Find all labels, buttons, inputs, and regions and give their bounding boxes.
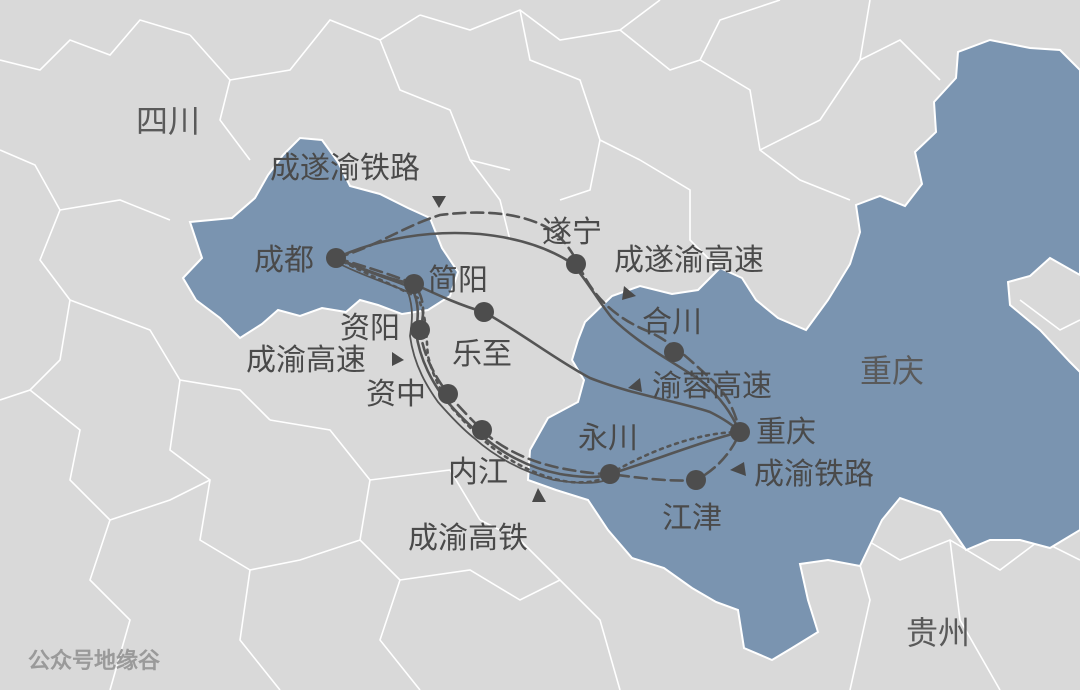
route-line-chengsuiyu-expressway [334,231,742,434]
city-dot-neijiang [472,420,492,440]
city-label-jiangjin: 江津 [662,501,722,536]
city-dot-zizhong [438,384,458,404]
route-label-chengsuiyu-expressway: 成遂渝高速 [614,243,764,278]
arrow-chengyu-railway [730,462,746,476]
arrow-chengyu-expressway [392,352,404,366]
city-label-chongqing: 重庆 [756,415,816,450]
city-dot-ziyang [410,320,430,340]
arrow-chengsuiyu-expressway [622,286,636,300]
route-label-chengyu-railway: 成渝铁路 [754,457,874,492]
city-label-zizhong: 资中 [366,377,426,412]
city-dot-yongchuan [600,464,620,484]
city-dot-jiangjin [686,470,706,490]
region-label-chongqing: 重庆 [860,352,924,390]
city-label-lezhi: 乐至 [452,337,512,372]
route-label-chengsuiyu-railway: 成遂渝铁路 [270,151,420,186]
region-label-guizhou: 贵州 [906,614,970,652]
city-dots [326,248,750,490]
route-label-chengyu-hsr: 成渝高铁 [408,521,528,556]
city-dot-chengdu [326,248,346,268]
route-arrows [392,196,746,502]
city-dot-suining [566,254,586,274]
route-label-yurong-expressway: 渝蓉高速 [652,369,772,404]
city-label-jianyang: 简阳 [428,263,488,298]
city-label-suining: 遂宁 [542,215,602,250]
arrow-chengyu-hsr [532,488,546,502]
city-dot-chongqing [730,422,750,442]
city-dot-jianyang [404,274,424,294]
city-dot-hechuan [664,342,684,362]
city-dot-lezhi [474,302,494,322]
city-label-ziyang: 资阳 [340,311,400,346]
route-label-chengyu-expressway: 成渝高速 [246,343,366,378]
city-label-chengdu: 成都 [254,243,314,278]
watermark-text: 公众号地缘谷 [28,649,161,674]
city-label-yongchuan: 永川 [578,421,638,456]
chengdu-region [181,136,460,340]
arrow-chengsuiyu-railway [432,196,446,208]
city-label-hechuan: 合川 [642,305,702,340]
chongqing-region [526,38,1080,662]
region-label-sichuan: 四川 [136,102,200,140]
arrow-yurong-expressway [628,378,642,392]
highlight-regions [181,38,1080,662]
city-label-neijiang: 内江 [448,455,508,490]
